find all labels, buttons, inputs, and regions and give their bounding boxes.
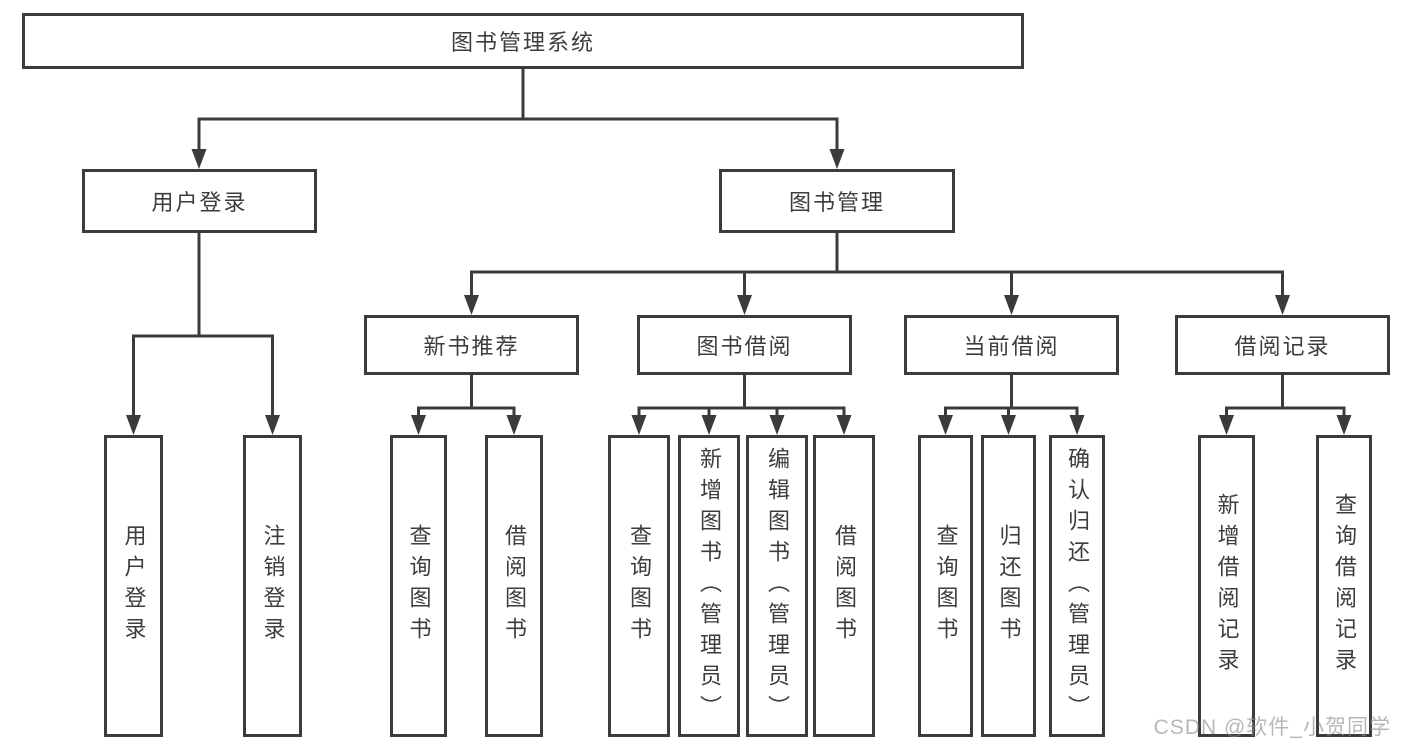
node-borrowing-records: 借阅记录	[1175, 315, 1390, 375]
node-cb-return-books: 归还图书	[981, 435, 1036, 737]
node-nbr-query-books: 查询图书	[390, 435, 447, 737]
node-bb-add-books-admin: 新增图书（管理员）	[678, 435, 740, 737]
node-logout-action: 注销登录	[243, 435, 302, 737]
connector-new-book-recommend-children	[411, 371, 522, 435]
node-cb-confirm-return-admin: 确认归还（管理员）	[1049, 435, 1105, 737]
connector-book-mgmt-to-level2	[464, 229, 1290, 315]
node-new-book-recommend: 新书推荐	[364, 315, 579, 375]
node-br-add-record: 新增借阅记录	[1198, 435, 1255, 737]
node-cb-query-books: 查询图书	[918, 435, 973, 737]
node-user-login-action: 用户登录	[104, 435, 163, 737]
node-user-login: 用户登录	[82, 169, 317, 233]
node-bb-borrow-books: 借阅图书	[813, 435, 875, 737]
node-library-management-system: 图书管理系统	[22, 13, 1024, 69]
node-br-query-record: 查询借阅记录	[1316, 435, 1372, 737]
node-bb-edit-books-admin: 编辑图书（管理员）	[746, 435, 808, 737]
connector-book-borrowing-children	[631, 371, 852, 435]
node-bb-query-books: 查询图书	[608, 435, 670, 737]
connector-root-to-level1	[191, 65, 845, 169]
csdn-watermark: CSDN @软件_小贺同学	[1153, 716, 1391, 739]
node-current-borrowing: 当前借阅	[904, 315, 1119, 375]
node-book-borrowing: 图书借阅	[637, 315, 852, 375]
node-nbr-borrow-books: 借阅图书	[485, 435, 543, 737]
connector-user-login-children	[126, 229, 280, 435]
connector-borrowing-records-children	[1219, 371, 1352, 435]
connector-current-borrowing-children	[938, 371, 1085, 435]
node-book-management: 图书管理	[719, 169, 955, 233]
